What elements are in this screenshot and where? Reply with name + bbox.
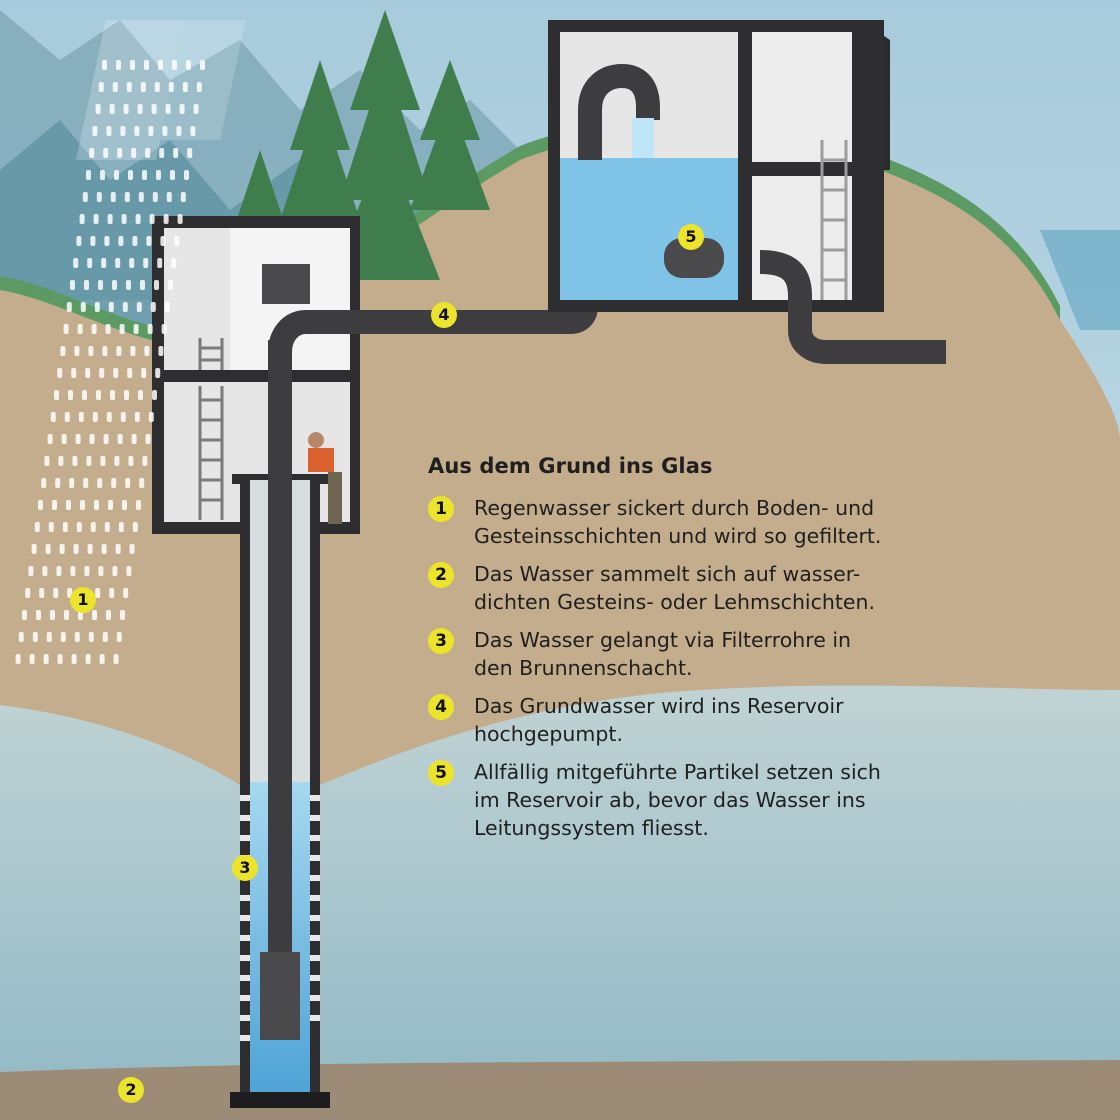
outlet-pipe	[759, 250, 946, 364]
step-number: 1	[428, 496, 454, 522]
riser-pipe	[268, 340, 292, 952]
step-text: Das Wasser sammelt sich auf wasser- dich…	[474, 562, 876, 614]
step-number: 2	[428, 562, 454, 588]
impermeable-layer	[0, 1060, 1120, 1120]
ladder-upper	[198, 338, 224, 370]
marker-2: 2	[118, 1077, 144, 1103]
step-text: Allfällig mitgeführte Partikel setzen si…	[474, 760, 881, 840]
marker-3: 3	[232, 855, 258, 881]
step-text: Das Wasser gelangt via Filterrohre in de…	[474, 628, 852, 680]
reservoir	[548, 20, 946, 364]
step-text: Das Grundwasser wird ins Reservoir hochg…	[474, 694, 844, 746]
lake	[1040, 230, 1120, 330]
step-number: 5	[428, 760, 454, 786]
legend-step-2: 2 Das Wasser sammelt sich auf wasser- di…	[428, 560, 948, 616]
rain-dots	[15, 60, 205, 664]
inlet-pipe	[578, 63, 660, 160]
person-worker	[308, 432, 342, 524]
well-shaft	[230, 340, 330, 1108]
legend-step-5: 5 Allfällig mitgeführte Partikel setzen …	[428, 758, 948, 842]
reservoir-ladder	[820, 140, 848, 300]
legend: Aus dem Grund ins Glas 1 Regenwasser sic…	[428, 454, 948, 852]
legend-step-1: 1 Regenwasser sickert durch Boden- und G…	[428, 494, 948, 550]
marker-1: 1	[70, 587, 96, 613]
control-box	[262, 264, 310, 304]
step-text: Regenwasser sickert durch Boden- und Ges…	[474, 496, 882, 548]
legend-step-3: 3 Das Wasser gelangt via Filterrohre in …	[428, 626, 948, 682]
marker-5: 5	[678, 224, 704, 250]
marker-4: 4	[431, 302, 457, 328]
legend-title: Aus dem Grund ins Glas	[428, 454, 713, 478]
inlet-stream	[632, 118, 654, 158]
step-number: 3	[428, 628, 454, 654]
reservoir-filter	[664, 238, 724, 278]
ladder-lower	[198, 386, 224, 520]
submersible-pump	[260, 952, 300, 1040]
legend-step-4: 4 Das Grundwasser wird ins Reservoir hoc…	[428, 692, 948, 748]
step-number: 4	[428, 694, 454, 720]
reservoir-water	[560, 158, 738, 300]
